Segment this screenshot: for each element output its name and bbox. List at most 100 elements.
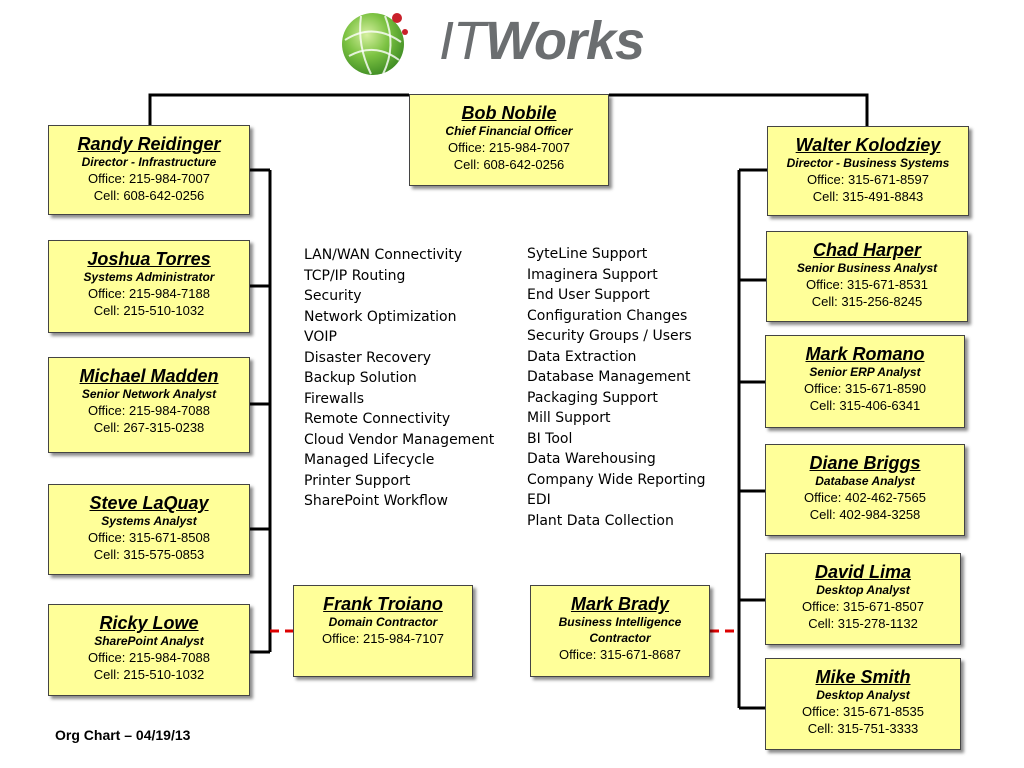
- person-cell: Cell: 608-642-0256: [453, 157, 565, 172]
- person-cell: Cell: 215-510-1032: [93, 303, 205, 318]
- business-systems-responsibilities-list: SyteLine Support Imaginera Support End U…: [527, 244, 706, 531]
- person-cell: Cell: 315-751-3333: [807, 721, 919, 736]
- list-item: Firewalls: [304, 390, 365, 407]
- list-item: Data Warehousing: [527, 451, 656, 467]
- logo-it: IT: [439, 11, 486, 71]
- org-box-right-4[interactable]: Diane Briggs Database Analyst Office: 40…: [765, 444, 965, 536]
- org-box-left-3[interactable]: Michael Madden Senior Network Analyst Of…: [48, 357, 250, 453]
- org-box-ceo[interactable]: Bob Nobile Chief Financial Officer Offic…: [409, 94, 609, 186]
- person-office: Office: 315-671-8687: [559, 647, 681, 662]
- person-name: Michael Madden: [79, 366, 219, 386]
- list-item: Disaster Recovery: [304, 349, 432, 366]
- org-box-right-6[interactable]: Mike Smith Desktop Analyst Office: 315-6…: [765, 658, 961, 750]
- person-name: Steve LaQuay: [89, 493, 209, 513]
- person-office: Office: 215-984-7188: [88, 286, 210, 301]
- person-title: Database Analyst: [815, 474, 915, 488]
- person-office: Office: 215-984-7107: [322, 631, 444, 646]
- list-item: Imaginera Support: [527, 266, 658, 283]
- list-item: Mill Support: [527, 410, 611, 426]
- list-item: Configuration Changes: [527, 307, 688, 324]
- list-item: Managed Lifecycle: [304, 452, 435, 468]
- person-office: Office: 215-984-7007: [88, 171, 210, 186]
- person-office: Office: 315-671-8507: [802, 599, 924, 614]
- org-box-left-4[interactable]: Steve LaQuay Systems Analyst Office: 315…: [48, 484, 250, 575]
- list-item: Security Groups / Users: [527, 328, 692, 344]
- list-item: Plant Data Collection: [527, 512, 674, 529]
- person-title: SharePoint Analyst: [94, 634, 204, 648]
- connector-ceo-left: [148, 93, 409, 125]
- list-item: Database Management: [527, 369, 691, 385]
- org-box-contractor-1[interactable]: Frank Troiano Domain Contractor Office: …: [293, 585, 473, 677]
- org-box-left-5[interactable]: Ricky Lowe SharePoint Analyst Office: 21…: [48, 604, 250, 696]
- org-box-right-3[interactable]: Mark Romano Senior ERP Analyst Office: 3…: [765, 335, 965, 428]
- list-item: BI Tool: [527, 430, 573, 447]
- org-box-right-2[interactable]: Chad Harper Senior Business Analyst Offi…: [766, 231, 968, 322]
- person-title: Domain Contractor: [328, 615, 438, 629]
- person-name: Bob Nobile: [461, 103, 557, 123]
- globe-icon: [342, 13, 408, 75]
- org-box-right-5[interactable]: David Lima Desktop Analyst Office: 315-6…: [765, 553, 961, 645]
- list-item: EDI: [527, 492, 551, 508]
- person-title: Director - Infrastructure: [81, 155, 217, 169]
- list-item: Company Wide Reporting: [527, 471, 706, 488]
- person-name: Frank Troiano: [323, 594, 443, 614]
- person-cell: Cell: 215-510-1032: [93, 667, 205, 682]
- person-title: Desktop Analyst: [816, 688, 910, 702]
- person-name: Randy Reidinger: [77, 134, 221, 154]
- person-title: Senior Network Analyst: [81, 387, 217, 401]
- person-office: Office: 215-984-7007: [448, 140, 570, 155]
- person-cell: Cell: 315-491-8843: [812, 189, 924, 204]
- itworks-logo: ITWorks: [327, 2, 689, 86]
- person-name: Walter Kolodziey: [795, 135, 941, 155]
- person-cell: Cell: 267-315-0238: [93, 420, 205, 435]
- list-item: Backup Solution: [304, 370, 417, 386]
- person-office: Office: 315-671-8531: [806, 277, 928, 292]
- person-cell: Cell: 315-278-1132: [808, 616, 918, 631]
- list-item: LAN/WAN Connectivity: [304, 247, 463, 263]
- person-name: Chad Harper: [812, 240, 922, 260]
- org-box-left-1[interactable]: Randy Reidinger Director - Infrastructur…: [48, 125, 250, 215]
- person-title: Senior Business Analyst: [796, 261, 938, 275]
- person-title: Chief Financial Officer: [445, 124, 573, 138]
- person-name: Mike Smith: [815, 667, 911, 687]
- person-title: Systems Administrator: [83, 270, 215, 284]
- person-name: Mark Brady: [570, 594, 670, 614]
- person-name: Mark Romano: [805, 344, 925, 364]
- logo-works: Works: [485, 11, 645, 71]
- list-item: Network Optimization: [304, 308, 457, 325]
- person-cell: Cell: 315-406-6341: [809, 398, 921, 413]
- person-title: Senior ERP Analyst: [809, 365, 921, 379]
- list-item: TCP/IP Routing: [304, 267, 406, 284]
- list-item: SyteLine Support: [527, 246, 648, 262]
- list-item: Printer Support: [304, 472, 411, 489]
- logo-wordmark: ITWorks: [439, 10, 645, 72]
- person-office: Office: 315-671-8590: [804, 381, 926, 396]
- person-office: Office: 402-462-7565: [804, 490, 926, 505]
- list-item: SharePoint Workflow: [304, 493, 448, 509]
- org-box-contractor-2[interactable]: Mark Brady Business Intelligence Contrac…: [530, 585, 710, 677]
- person-cell: Cell: 315-575-0853: [93, 547, 205, 562]
- person-office: Office: 315-671-8597: [807, 172, 929, 187]
- org-box-left-2[interactable]: Joshua Torres Systems Administrator Offi…: [48, 240, 250, 333]
- list-item: Data Extraction: [527, 348, 637, 365]
- person-cell: Cell: 402-984-3258: [809, 507, 921, 522]
- org-box-right-1[interactable]: Walter Kolodziey Director - Business Sys…: [767, 126, 969, 216]
- infrastructure-responsibilities-list: LAN/WAN Connectivity TCP/IP Routing Secu…: [304, 245, 494, 512]
- list-item: Security: [304, 288, 362, 304]
- list-item: Cloud Vendor Management: [304, 431, 495, 448]
- person-name: Joshua Torres: [87, 249, 211, 269]
- list-item: VOIP: [304, 329, 337, 345]
- list-item: Packaging Support: [527, 389, 658, 406]
- person-name: Ricky Lowe: [99, 613, 199, 633]
- person-cell: Cell: 608-642-0256: [93, 188, 205, 203]
- list-item: Remote Connectivity: [304, 411, 451, 427]
- person-title: Desktop Analyst: [816, 583, 910, 597]
- person-name: Diane Briggs: [809, 453, 921, 473]
- person-office: Office: 215-984-7088: [88, 650, 210, 665]
- connector-ceo-right: [609, 93, 869, 126]
- person-title: Systems Analyst: [101, 514, 197, 528]
- person-office: Office: 215-984-7088: [88, 403, 210, 418]
- list-item: End User Support: [527, 287, 650, 303]
- person-office: Office: 315-671-8535: [802, 704, 924, 719]
